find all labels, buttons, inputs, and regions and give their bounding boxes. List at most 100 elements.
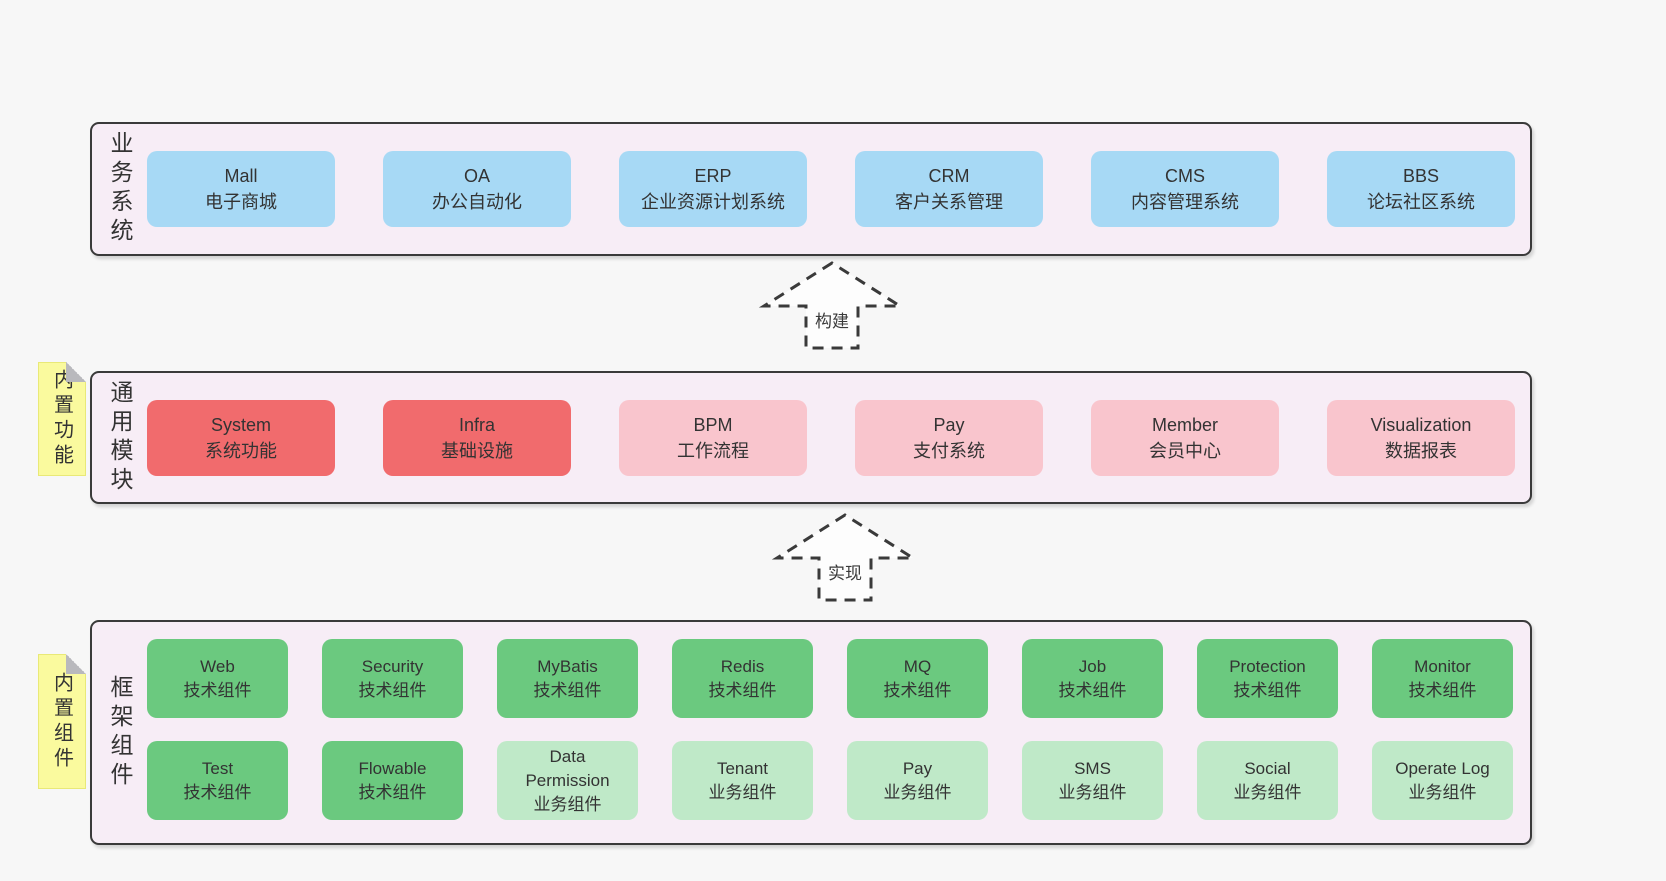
box-infra: Infra 基础设施: [383, 399, 571, 476]
box-subtitle: 业务组件: [708, 782, 777, 802]
up-arrow-icon: [758, 261, 906, 350]
box-subtitle: 技术组件: [1408, 680, 1477, 700]
box-subtitle: 业务组件: [533, 794, 602, 814]
note-label: 内置功能: [50, 369, 73, 469]
box-job: Job 技术组件: [1022, 639, 1163, 718]
arrow-label: 实现: [770, 559, 920, 584]
box-security: Security 技术组件: [322, 639, 463, 718]
box-sms: SMS 业务组件: [1022, 741, 1163, 820]
box-title: Test: [201, 758, 234, 778]
box-bpm: BPM 工作流程: [619, 399, 807, 476]
box-subtitle: 技术组件: [358, 680, 427, 700]
box-subtitle: 论坛社区系统: [1367, 192, 1475, 212]
box-subtitle: 电子商城: [205, 192, 277, 212]
box-protection: Protection 技术组件: [1197, 639, 1338, 718]
build-arrow: 构建: [757, 260, 907, 352]
framework-components-row-1: Web 技术组件 Security 技术组件 MyBatis 技术组件 Redi…: [147, 639, 1513, 718]
box-subtitle: 工作流程: [677, 440, 749, 461]
box-system: System 系统功能: [147, 399, 335, 476]
box-cms: CMS 内容管理系统: [1091, 151, 1279, 227]
implement-arrow: 实现: [770, 512, 920, 604]
up-arrow-icon: [771, 513, 919, 602]
layer-label-common-modules: 通用模块: [107, 379, 133, 496]
box-test: Test 技术组件: [147, 741, 288, 820]
box-title: Protection: [1229, 656, 1306, 676]
box-subtitle: 系统功能: [205, 440, 277, 461]
box-subtitle: 技术组件: [1233, 680, 1302, 700]
box-subtitle: 技术组件: [183, 782, 252, 802]
box-title: Tenant: [716, 758, 769, 778]
box-title: BPM: [693, 414, 733, 435]
panel-business-systems: 业务系统 Mall 电子商城 OA 办公自动化 ERP 企业资源计划系统 CRM…: [90, 122, 1532, 256]
box-subtitle: 业务组件: [1233, 782, 1302, 802]
box-title: Social: [1244, 758, 1291, 778]
box-subtitle: 技术组件: [358, 782, 427, 802]
common-modules-row: System 系统功能 Infra 基础设施 BPM 工作流程 Pay 支付系统…: [147, 399, 1515, 476]
box-erp: ERP 企业资源计划系统: [619, 151, 807, 227]
box-member: Member 会员中心: [1091, 399, 1279, 476]
box-pay-business: Pay 业务组件: [847, 741, 988, 820]
box-title: Pay: [902, 758, 933, 778]
box-oa: OA 办公自动化: [383, 151, 571, 227]
box-mybatis: MyBatis 技术组件: [497, 639, 638, 718]
note-built-in-functions: 内置功能: [38, 362, 86, 476]
box-subtitle: 客户关系管理: [895, 192, 1003, 212]
box-subtitle: 业务组件: [883, 782, 952, 802]
box-operate-log: Operate Log 业务组件: [1372, 741, 1513, 820]
box-title: CMS: [1165, 166, 1205, 186]
box-subtitle: 技术组件: [883, 680, 952, 700]
box-title: Web: [200, 656, 235, 676]
layer-label-framework-components: 框架组件: [107, 674, 133, 791]
box-title: SMS: [1074, 758, 1111, 778]
box-title: Data Permission: [525, 746, 610, 790]
box-subtitle: 数据报表: [1385, 440, 1457, 461]
box-title: MyBatis: [537, 656, 598, 676]
box-title: Operate Log: [1395, 758, 1490, 778]
box-title: BBS: [1402, 166, 1440, 186]
box-title: Redis: [720, 656, 765, 676]
box-mq: MQ 技术组件: [847, 639, 988, 718]
box-title: Infra: [458, 414, 496, 435]
framework-components-row-2: Test 技术组件 Flowable 技术组件 Data Permission …: [147, 741, 1513, 820]
box-subtitle: 技术组件: [533, 680, 602, 700]
box-title: Mall: [224, 166, 258, 186]
box-monitor: Monitor 技术组件: [1372, 639, 1513, 718]
box-subtitle: 办公自动化: [432, 192, 522, 212]
box-title: Member: [1151, 414, 1218, 435]
box-redis: Redis 技术组件: [672, 639, 813, 718]
box-subtitle: 技术组件: [183, 680, 252, 700]
box-title: Job: [1078, 656, 1107, 676]
box-flowable: Flowable 技术组件: [322, 741, 463, 820]
box-title: Pay: [933, 414, 965, 435]
box-subtitle: 基础设施: [441, 440, 513, 461]
arrow-label: 构建: [757, 307, 907, 332]
box-title: OA: [463, 166, 490, 186]
box-title: System: [210, 414, 271, 435]
box-title: Monitor: [1414, 656, 1471, 676]
business-systems-row: Mall 电子商城 OA 办公自动化 ERP 企业资源计划系统 CRM 客户关系…: [147, 151, 1515, 227]
box-pay: Pay 支付系统: [855, 399, 1043, 476]
box-data-permission: Data Permission 业务组件: [497, 741, 638, 820]
box-subtitle: 技术组件: [708, 680, 777, 700]
note-built-in-components: 内置组件: [38, 654, 86, 789]
box-subtitle: 支付系统: [913, 440, 985, 461]
box-title: Visualization: [1370, 414, 1472, 435]
box-title: MQ: [903, 656, 932, 676]
box-tenant: Tenant 业务组件: [672, 741, 813, 820]
folded-corner-icon: [66, 362, 86, 382]
box-subtitle: 业务组件: [1408, 782, 1477, 802]
box-subtitle: 企业资源计划系统: [641, 192, 785, 212]
box-crm: CRM 客户关系管理: [855, 151, 1043, 227]
box-subtitle: 内容管理系统: [1131, 192, 1239, 212]
folded-corner-icon: [66, 654, 86, 674]
panel-common-modules: 通用模块 System 系统功能 Infra 基础设施 BPM 工作流程 Pay…: [90, 371, 1532, 504]
box-title: Flowable: [358, 758, 427, 778]
box-subtitle: 技术组件: [1058, 680, 1127, 700]
box-mall: Mall 电子商城: [147, 151, 335, 227]
box-title: CRM: [928, 166, 970, 186]
box-title: Security: [361, 656, 424, 676]
box-web: Web 技术组件: [147, 639, 288, 718]
box-visualization: Visualization 数据报表: [1327, 399, 1515, 476]
box-bbs: BBS 论坛社区系统: [1327, 151, 1515, 227]
